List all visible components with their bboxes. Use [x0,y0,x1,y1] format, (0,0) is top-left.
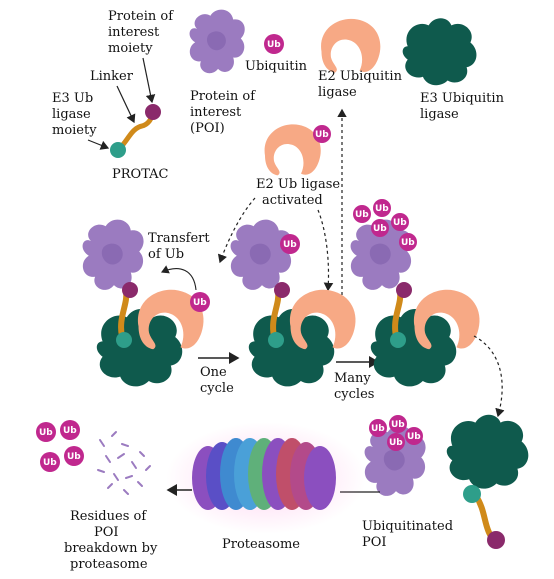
label-e2-2: ligase [318,85,357,100]
svg-text:Ub: Ub [391,420,405,430]
label-poi-3: (POI) [190,121,225,136]
poi-legend-shape [189,9,245,74]
label-ubiquitinated-1: Ubiquitinated [362,519,453,534]
label-e2-1: E2 Ubiquitin [318,69,403,84]
ub-badge-activated: Ub [313,125,331,143]
svg-text:Ub: Ub [373,224,387,234]
label-ubiquitin: Ubiquitin [245,59,308,74]
poi-moiety-shape [145,104,161,120]
label-e2-activated-1: E2 Ub ligase [256,177,340,192]
label-poi-2: interest [190,105,242,120]
label-e3-2: ligase [420,107,459,122]
label-many-cycles-2: cycles [334,387,374,402]
svg-text:Ub: Ub [43,458,57,468]
label-one-cycle-1: One [200,365,227,380]
arrow-poi-moiety [142,57,156,104]
svg-text:Ub: Ub [39,428,53,438]
e2-activated-shape [264,124,321,176]
svg-text:Ub: Ub [393,218,407,228]
label-residues-3: breakdown by [64,541,158,556]
label-protac: PROTAC [112,167,169,182]
label-e3-moiety-3: moiety [52,123,97,138]
e3-legend-shape [402,18,477,86]
svg-text:Ub: Ub [283,240,297,250]
e2-legend-shape [321,18,381,73]
svg-text:Ub: Ub [267,40,281,50]
svg-text:Ub: Ub [355,210,369,220]
label-residues-4: proteasome [70,557,148,572]
svg-text:Ub: Ub [315,130,329,140]
label-many-cycles-1: Many [334,371,371,386]
svg-text:Ub: Ub [389,438,403,448]
arrow-dissociate [473,335,505,418]
label-e3-moiety-2: ligase [52,107,91,122]
ub-cluster-complex3: Ub Ub Ub Ub Ub [353,199,417,251]
svg-text:Ub: Ub [371,424,385,434]
protac-molecule [110,104,161,158]
released-protac [463,485,505,549]
ub-badge-complex2: Ub [280,234,300,254]
svg-text:Ub: Ub [407,432,421,442]
label-transfert-2: of Ub [148,247,184,262]
label-residues-1: Residues of [70,509,147,524]
ub-cluster-free: Ub Ub Ub Ub [36,420,84,472]
arrow-linker [116,85,136,124]
label-one-cycle-2: cycle [200,381,234,396]
label-ubiquitinated-2: POI [362,535,387,550]
ternary-complex-1 [82,219,204,387]
label-residues-2: POI [94,525,119,540]
label-poi-1: Protein of [190,89,256,104]
poi-residue-fragments [97,431,151,495]
svg-text:Ub: Ub [193,298,207,308]
proteasome-shape [166,422,366,534]
label-e2-activated-2: activated [262,193,323,208]
svg-text:Ub: Ub [67,452,81,462]
ub-badge-transfer: Ub [190,292,210,312]
arrow-e3-moiety [87,139,110,150]
arrow-to-complex-1 [217,197,256,264]
arrow-to-complex-2 [317,209,334,292]
e3-ligase-moiety-shape [110,142,126,158]
label-poi-moiety-3: moiety [108,41,153,56]
arrow-transfer [160,265,197,291]
ub-cluster-ubiq-poi: Ub Ub Ub Ub [369,415,423,451]
label-proteasome: Proteasome [222,537,300,552]
label-poi-moiety-2: interest [108,25,160,40]
svg-text:Ub: Ub [375,204,389,214]
released-e3-shape [446,414,529,489]
ternary-complex-3 [350,219,480,387]
label-linker: Linker [90,69,134,84]
label-poi-moiety-1: Protein of [108,9,174,24]
label-e3-moiety-1: E3 Ub [52,91,93,106]
label-e3-1: E3 Ubiquitin [420,91,505,106]
label-transfert-1: Transfert [148,231,210,246]
ternary-complex-2 [230,219,356,387]
ubiquitin-legend: Ub [264,34,284,54]
svg-text:Ub: Ub [63,426,77,436]
svg-text:Ub: Ub [401,238,415,248]
